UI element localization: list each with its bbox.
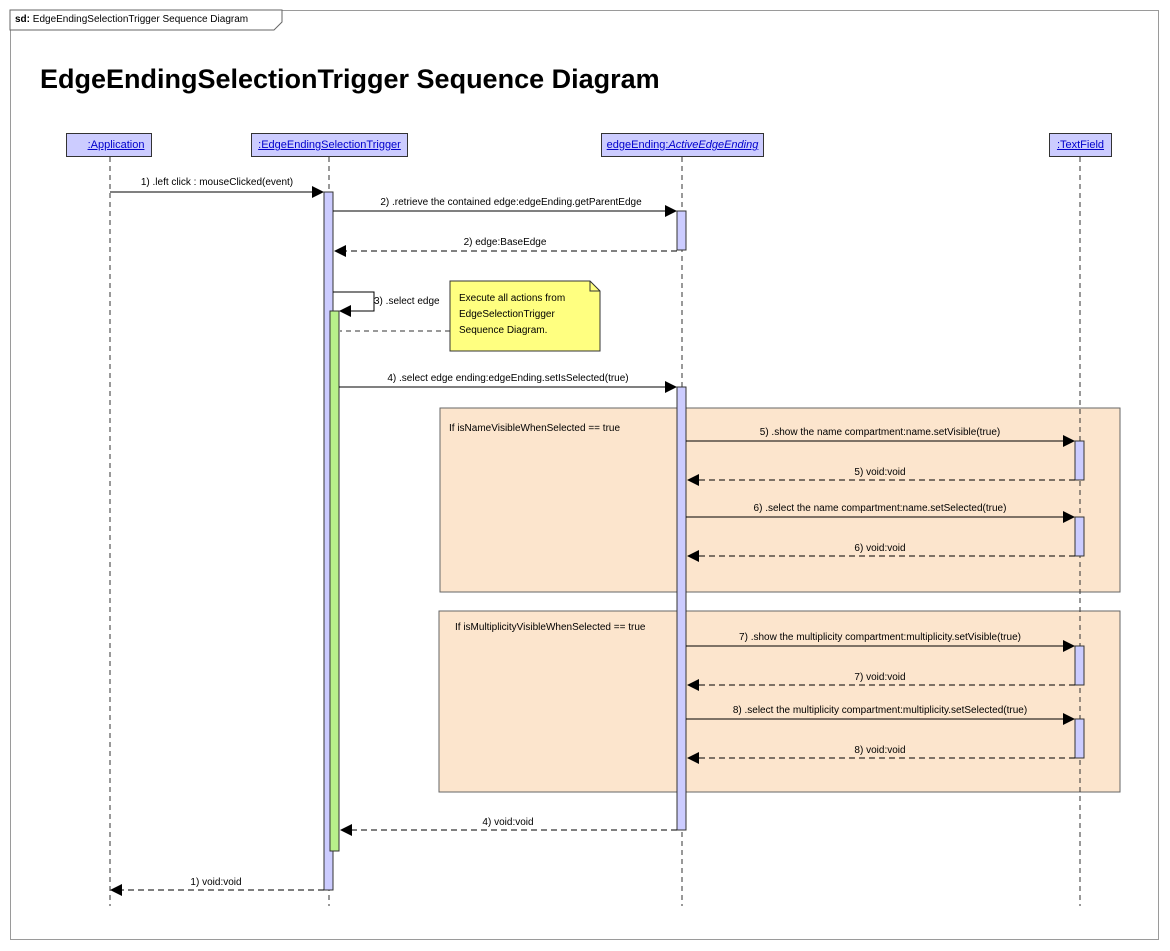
message-label: 1) .left click : mouseClicked(event) <box>140 177 294 188</box>
frame-tab <box>9 9 283 31</box>
lifeline-application-label: :Application <box>87 139 145 151</box>
message-label: 4) void:void <box>482 817 534 828</box>
lifeline-edge-ending[interactable]: edgeEnding:ActiveEdgeEnding <box>601 133 764 157</box>
fragment-multiplicity-visible[interactable] <box>438 610 1121 793</box>
arrowhead-msg-2 <box>665 205 677 217</box>
note-line: EdgeSelectionTrigger <box>459 309 555 320</box>
arrowhead-msg-5 <box>1063 435 1075 447</box>
arrowhead-msg-7 <box>1063 640 1075 652</box>
message-label: 8) .select the multiplicity compartment:… <box>732 705 1028 716</box>
arrowhead-msg-1 <box>312 186 324 198</box>
frame-tab-label: sd: EdgeEndingSelectionTrigger Sequence … <box>15 14 248 25</box>
message-label: 2) .retrieve the contained edge:edgeEndi… <box>380 197 642 208</box>
arrowhead-return-2 <box>334 245 346 257</box>
lifeline-edge-ending-type: ActiveEdgeEnding <box>668 139 759 151</box>
lifeline-textfield-label: :TextField <box>1056 139 1105 151</box>
arrow-msg-3[interactable] <box>333 291 375 312</box>
message-arrows <box>110 186 1075 896</box>
note-line: Sequence Diagram. <box>459 325 548 336</box>
frame-tag: sd: <box>15 14 30 25</box>
frame-name: EdgeEndingSelectionTrigger Sequence Diag… <box>32 14 249 25</box>
message-label: 6) .select the name compartment:name.set… <box>753 503 1007 514</box>
arrowhead-msg-3 <box>339 305 351 317</box>
arrowhead-return-4 <box>340 824 352 836</box>
message-label: 2) edge:BaseEdge <box>463 237 547 248</box>
activation-textfield-2[interactable] <box>1074 516 1085 557</box>
arrowhead-msg-6 <box>1063 511 1075 523</box>
arrowhead-return-6 <box>687 550 699 562</box>
message-label: 7) void:void <box>854 672 906 683</box>
activation-textfield-4[interactable] <box>1074 718 1085 759</box>
message-label: 1) void:void <box>190 877 242 888</box>
note-box[interactable] <box>449 280 601 352</box>
fragment-multiplicity-guard: If isMultiplicityVisibleWhenSelected == … <box>455 622 646 633</box>
diagram-title: EdgeEndingSelectionTrigger Sequence Diag… <box>40 64 660 94</box>
activation-ending-2[interactable] <box>676 386 687 831</box>
message-label: 8) void:void <box>854 745 906 756</box>
note-fold <box>589 281 600 292</box>
lifeline-trigger[interactable]: :EdgeEndingSelectionTrigger <box>251 133 408 157</box>
note-text: Execute all actions from EdgeSelectionTr… <box>459 291 594 339</box>
fragment-name-visible[interactable] <box>439 407 1121 593</box>
diagram-frame <box>10 10 1159 940</box>
lifeline-edge-ending-prefix: edgeEnding: <box>606 139 669 151</box>
note-line: Execute all actions from <box>459 293 566 304</box>
arrowhead-return-1 <box>110 884 122 896</box>
arrowhead-return-8 <box>687 752 699 764</box>
activation-ending-1[interactable] <box>676 210 687 251</box>
message-label: 3) .select edge <box>374 296 440 307</box>
arrowhead-msg-8 <box>1063 713 1075 725</box>
message-label: 5) void:void <box>854 467 906 478</box>
arrowhead-msg-4 <box>665 381 677 393</box>
activation-textfield-1[interactable] <box>1074 440 1085 481</box>
activation-trigger-nested[interactable] <box>329 310 340 852</box>
message-label: 4) .select edge ending:edgeEnding.setIsS… <box>387 373 629 384</box>
lifeline-trigger-label: :EdgeEndingSelectionTrigger <box>258 139 401 151</box>
fragment-name-guard: If isNameVisibleWhenSelected == true <box>449 423 621 434</box>
arrowhead-return-5 <box>687 474 699 486</box>
arrowhead-return-7 <box>687 679 699 691</box>
activation-textfield-3[interactable] <box>1074 645 1085 686</box>
lifeline-textfield[interactable]: :TextField <box>1049 133 1112 157</box>
lifeline-application[interactable]: :Application <box>66 133 152 157</box>
message-label: 7) .show the multiplicity compartment:mu… <box>739 632 1021 643</box>
message-label: 6) void:void <box>854 543 906 554</box>
message-label: 5) .show the name compartment:name.setVi… <box>759 427 1001 438</box>
